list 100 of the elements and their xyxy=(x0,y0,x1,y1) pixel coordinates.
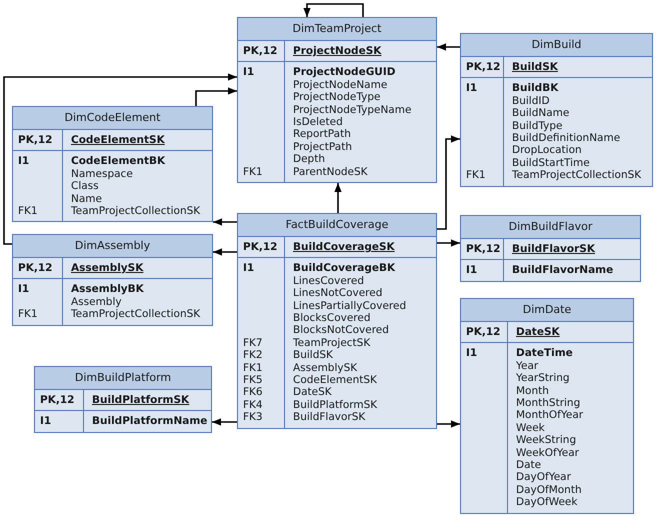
key-label: FK5 xyxy=(242,374,264,386)
column-name: DateSK xyxy=(292,386,333,399)
column-name: DateSK xyxy=(515,326,561,338)
key-label: FK1 xyxy=(17,205,39,218)
column-name: ProjectNodeSK xyxy=(292,45,382,58)
relationship-arrow xyxy=(437,420,460,428)
key-label: FK6 xyxy=(242,386,264,399)
primary-key-section xyxy=(238,237,436,258)
column-name: BuildStartTime xyxy=(511,156,591,170)
relationship-arrow xyxy=(195,87,237,106)
column-name: Name xyxy=(70,192,103,206)
primary-key-section xyxy=(461,57,652,78)
table-box xyxy=(237,213,437,429)
relationship-arrow xyxy=(303,3,364,17)
column-name: BuildSK xyxy=(292,349,334,362)
primary-key-section xyxy=(35,390,211,412)
table-name: DimDate xyxy=(461,299,633,322)
column-name: Date xyxy=(515,459,542,472)
key-label: I1 xyxy=(242,66,256,79)
column-name: MonthString xyxy=(515,397,582,410)
key-label: PK,12 xyxy=(39,394,76,406)
column-name: ProjectPath xyxy=(292,140,353,154)
column-name: AssemblyBK xyxy=(70,283,145,296)
column-name: Week xyxy=(515,422,546,434)
table-name: DimBuildPlatform xyxy=(35,367,211,390)
column-name: DropLocation xyxy=(511,144,583,157)
table-box xyxy=(460,298,634,514)
column-name: DateTime xyxy=(515,347,574,360)
column-name: BlocksNotCovered xyxy=(292,324,390,337)
column-name: BuildCoverageBK xyxy=(292,262,396,275)
column-name: BuildType xyxy=(511,120,564,132)
column-name: ProjectNodeGUID xyxy=(292,66,396,79)
column-name: BuildPlatformSK xyxy=(91,394,190,406)
column-name: ReportPath xyxy=(292,128,352,141)
column-name: BuildFlavorName xyxy=(511,264,614,277)
relationship-arrow xyxy=(437,43,460,51)
key-label: PK,12 xyxy=(465,61,502,74)
column-name: Assembly xyxy=(70,296,123,308)
column-name: ProjectNodeType xyxy=(292,91,382,104)
column-name: LinesCovered xyxy=(292,274,365,288)
relationship-arrow xyxy=(334,183,342,213)
column-name: Class xyxy=(70,180,100,193)
key-label: FK1 xyxy=(17,308,39,321)
column-name: TeamProjectCollectionSK xyxy=(70,308,202,321)
primary-key-section xyxy=(13,130,212,152)
column-name: BuildSK xyxy=(511,61,559,74)
table-name: DimBuildFlavor xyxy=(461,216,640,239)
key-label: PK,12 xyxy=(465,243,502,256)
key-label: PK,12 xyxy=(465,326,502,338)
column-name: BuildName xyxy=(511,107,570,120)
table-box xyxy=(460,215,641,282)
primary-key-section xyxy=(461,322,633,344)
table-name: DimTeamProject xyxy=(238,18,436,41)
table-box xyxy=(12,106,213,222)
column-name: TeamProjectSK xyxy=(292,336,372,350)
table-box xyxy=(12,234,213,326)
column-name: BuildBK xyxy=(511,82,560,95)
relationship-arrow xyxy=(213,248,237,256)
column-name: LinesPartiallyCovered xyxy=(292,300,408,312)
key-label: FK4 xyxy=(242,398,264,412)
column-name: TeamProjectCollectionSK xyxy=(70,205,202,218)
primary-key-section xyxy=(461,239,640,260)
column-name: MonthOfYear xyxy=(515,409,584,422)
key-label: FK1 xyxy=(242,166,264,178)
table-name: FactBuildCoverage xyxy=(238,214,436,237)
column-name: IsDeleted xyxy=(292,116,344,128)
column-name: BuildPlatformSK xyxy=(292,398,378,412)
column-name: YearString xyxy=(515,372,571,385)
column-name: Year xyxy=(515,360,540,372)
table-box xyxy=(237,17,437,184)
key-label: PK,12 xyxy=(242,241,278,254)
key-label: PK,12 xyxy=(17,134,54,146)
key-label: FK1 xyxy=(465,169,487,182)
table-name: DimBuild xyxy=(461,34,652,57)
column-name: WeekString xyxy=(515,434,578,447)
column-name: BuildID xyxy=(511,94,551,108)
key-label: FK3 xyxy=(242,411,264,424)
key-label: PK,12 xyxy=(242,45,278,58)
key-label: I1 xyxy=(242,262,256,275)
relationship-arrow xyxy=(212,418,237,426)
column-name: BuildFlavorSK xyxy=(511,243,596,256)
column-name: DayOfWeek xyxy=(515,496,578,509)
key-label: PK,12 xyxy=(17,262,54,274)
relationship-arrow xyxy=(437,239,460,247)
column-name: AssemblySK xyxy=(70,262,144,274)
key-label: FK7 xyxy=(242,336,264,350)
column-name: Month xyxy=(515,384,550,398)
key-label: I1 xyxy=(465,82,478,95)
table-box xyxy=(34,366,212,433)
key-label: I1 xyxy=(465,347,478,360)
column-name: CodeElementBK xyxy=(70,155,166,168)
column-name: WeekOfYear xyxy=(515,446,580,460)
primary-key-section xyxy=(13,258,212,280)
key-label: I1 xyxy=(17,283,30,296)
column-name: TeamProjectCollectionSK xyxy=(511,169,642,182)
key-label: FK1 xyxy=(242,362,264,374)
column-name: CodeElementSK xyxy=(70,134,166,146)
column-name: ParentNodeSK xyxy=(292,166,369,178)
column-name: AssemblySK xyxy=(292,362,358,374)
primary-key-section xyxy=(238,41,436,62)
